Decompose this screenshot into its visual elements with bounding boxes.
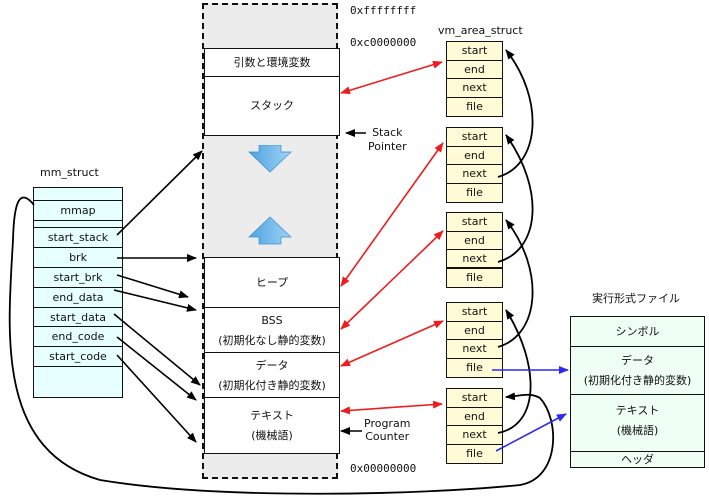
executable-file: シンボル データ (初期化付き静的変数) テキスト (機械語) ヘッダ: [570, 316, 705, 468]
program-counter-line1: Program: [364, 417, 411, 430]
vma-field-end: end: [447, 232, 502, 250]
arrow-end-code: [116, 336, 197, 401]
mm-field-blank: [34, 221, 122, 228]
growth-arrows: [248, 145, 292, 245]
segment-label: 引数と環境変数: [233, 56, 311, 69]
vma-text: start end next file: [446, 388, 503, 464]
vma-field-file: file: [466, 446, 483, 460]
mm-field-mmap: mmap: [34, 201, 122, 221]
section-label: テキスト: [615, 404, 660, 417]
segment-label: BSS: [261, 313, 283, 327]
link-vma-heap: [340, 142, 444, 287]
vma-field-end: end: [447, 408, 502, 426]
vma-field-end: end: [447, 61, 502, 79]
exe-section-header: ヘッダ: [571, 452, 704, 468]
executable-title: 実行形式ファイル: [592, 292, 680, 305]
segment-args-env: 引数と環境変数: [204, 48, 340, 78]
section-sublabel: (初期化付き静的変数): [583, 373, 692, 387]
arrow-start-code: [116, 354, 197, 443]
arrow-start-data: [113, 313, 201, 386]
link-vma-bss: [340, 230, 444, 330]
stack-pointer-label: Stack Pointer: [368, 126, 407, 154]
link-vma-text: [340, 400, 443, 415]
arrow-start-brk: [116, 274, 189, 299]
program-counter-line2: Counter: [365, 430, 410, 443]
mm-struct: mmap start_stack brk start_brk end_data …: [33, 187, 123, 398]
process-memory-layout: 引数と環境変数 スタック ヒープ BSS (初期化なし静的変数) データ (初期…: [202, 3, 340, 479]
file-link-text: [495, 413, 567, 452]
vma-field-end: end: [447, 322, 502, 340]
segment-label: スタック: [250, 99, 294, 112]
vma-bss: start end next file: [446, 212, 503, 288]
vma-field-start: start: [447, 213, 502, 232]
exe-section-data: データ (初期化付き静的変数): [571, 347, 704, 395]
vma-field-file: file: [466, 99, 483, 113]
vma-field-next: next: [447, 165, 502, 184]
stack-pointer-line1: Stack: [372, 126, 403, 139]
arrow-end-data: [113, 289, 197, 312]
mm-field-start-code: start_code: [34, 347, 122, 367]
segment-label: ヒープ: [255, 276, 289, 289]
mm-field-blank: [34, 188, 122, 201]
link-vma-stack: [340, 60, 443, 95]
heap-grows-up-icon: [248, 216, 292, 245]
stack-grows-down-icon: [248, 145, 292, 173]
exe-section-symbol: シンボル: [571, 317, 704, 347]
vma-field-start: start: [447, 128, 502, 147]
segment-bss: BSS (初期化なし静的変数): [204, 307, 340, 354]
program-counter-label: Program Counter: [364, 417, 410, 443]
mm-field-brk: brk: [34, 248, 122, 268]
mm-struct-title: mm_struct: [40, 166, 99, 179]
mm-field-end-code: end_code: [34, 327, 122, 347]
vma-field-file: file: [466, 270, 483, 284]
segment-sublabel: (初期化付き静的変数): [218, 378, 326, 392]
segment-sublabel: (初期化なし静的変数): [218, 333, 326, 347]
stack-pointer-line2: Pointer: [368, 140, 407, 153]
link-vma-data: [340, 320, 444, 367]
vma-stack: start end next file: [446, 41, 503, 117]
exe-section-text: テキスト (機械語): [571, 395, 704, 452]
segment-label: テキスト: [250, 408, 294, 422]
segment-sublabel: (機械語): [251, 428, 293, 442]
vma-field-next: next: [447, 340, 502, 359]
segment-data: データ (初期化付き静的変数): [204, 352, 340, 399]
vma-field-next: next: [447, 426, 502, 445]
mm-field-start-data: start_data: [34, 308, 122, 327]
vma-next-link-2: [497, 134, 534, 263]
section-label: データ: [621, 353, 654, 367]
vma-data: start end next file: [446, 302, 503, 378]
section-sublabel: (機械語): [616, 424, 659, 437]
vma-field-end: end: [447, 147, 502, 165]
mm-field-start-stack: start_stack: [34, 228, 122, 248]
mm-field-start-brk: start_brk: [34, 268, 122, 288]
address-kernel-boundary: 0xc0000000: [350, 36, 417, 49]
vma-field-file: file: [466, 360, 483, 374]
vma-title: vm_area_struct: [438, 24, 523, 37]
vma-field-file: file: [466, 185, 483, 199]
arrow-start-stack: [116, 150, 203, 236]
vma-field-start: start: [447, 389, 502, 408]
segment-stack: スタック: [204, 76, 340, 136]
address-bottom: 0x00000000: [350, 462, 417, 475]
mm-field-end-data: end_data: [34, 288, 122, 308]
address-top: 0xffffffff: [350, 4, 417, 17]
vma-next-link-3: [497, 219, 534, 348]
section-label: ヘッダ: [621, 453, 654, 466]
vma-field-next: next: [447, 79, 502, 98]
segment-text: テキスト (機械語): [204, 397, 340, 454]
segment-heap: ヒープ: [204, 257, 340, 309]
section-label: シンボル: [615, 324, 660, 338]
vma-field-next: next: [447, 250, 502, 269]
vma-field-start: start: [447, 42, 502, 61]
vma-heap: start end next file: [446, 127, 503, 203]
segment-label: データ: [255, 358, 289, 372]
vma-next-link-1: [497, 49, 534, 178]
vma-field-start: start: [447, 303, 502, 322]
